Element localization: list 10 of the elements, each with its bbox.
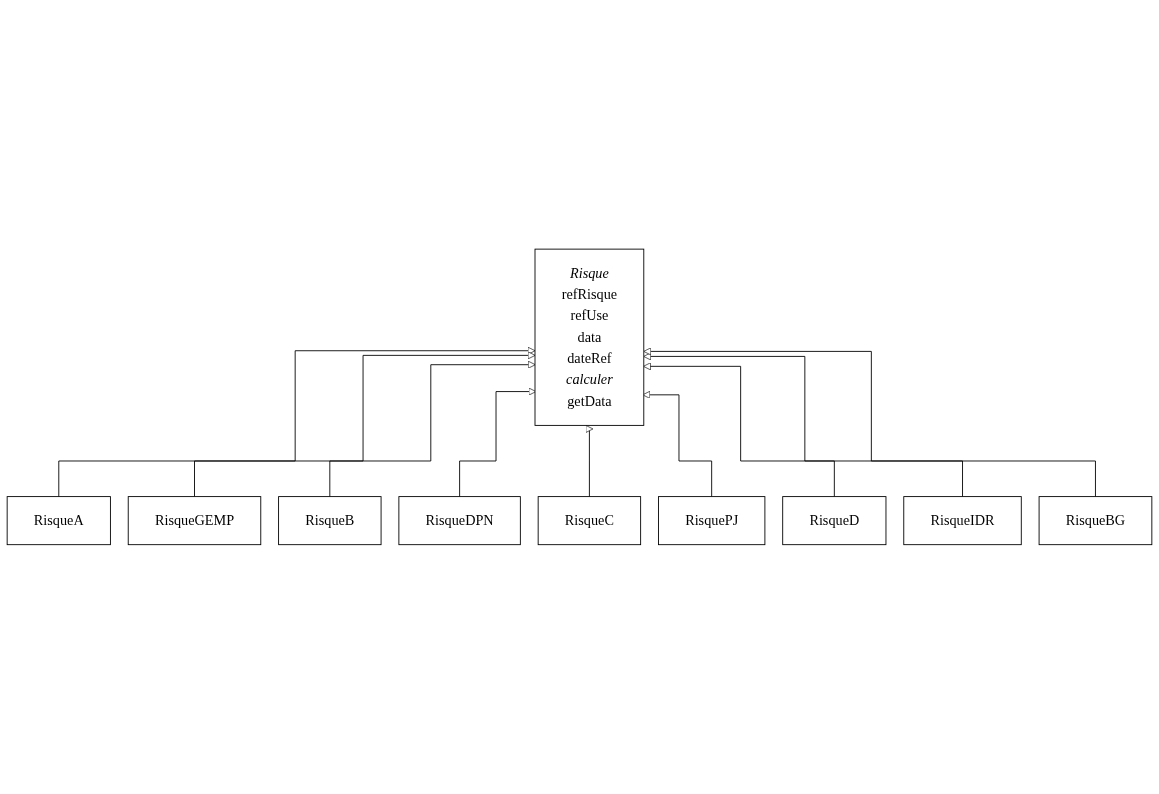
node-box: RisqueDPN	[398, 496, 521, 546]
node-box: RisqueGEMP	[127, 496, 262, 546]
node-box: RisquePJ	[658, 496, 766, 546]
node-box: RisqueA	[6, 496, 111, 546]
node-box: Risque refRisque refUse data dateRef calculer getData	[534, 248, 645, 426]
node-box: RisqueIDR	[903, 496, 1022, 546]
node-box: RisqueBG	[1038, 496, 1153, 546]
node-box: RisqueB	[278, 496, 382, 546]
node-box: RisqueC	[537, 496, 642, 546]
node-box: RisqueD	[782, 496, 887, 546]
